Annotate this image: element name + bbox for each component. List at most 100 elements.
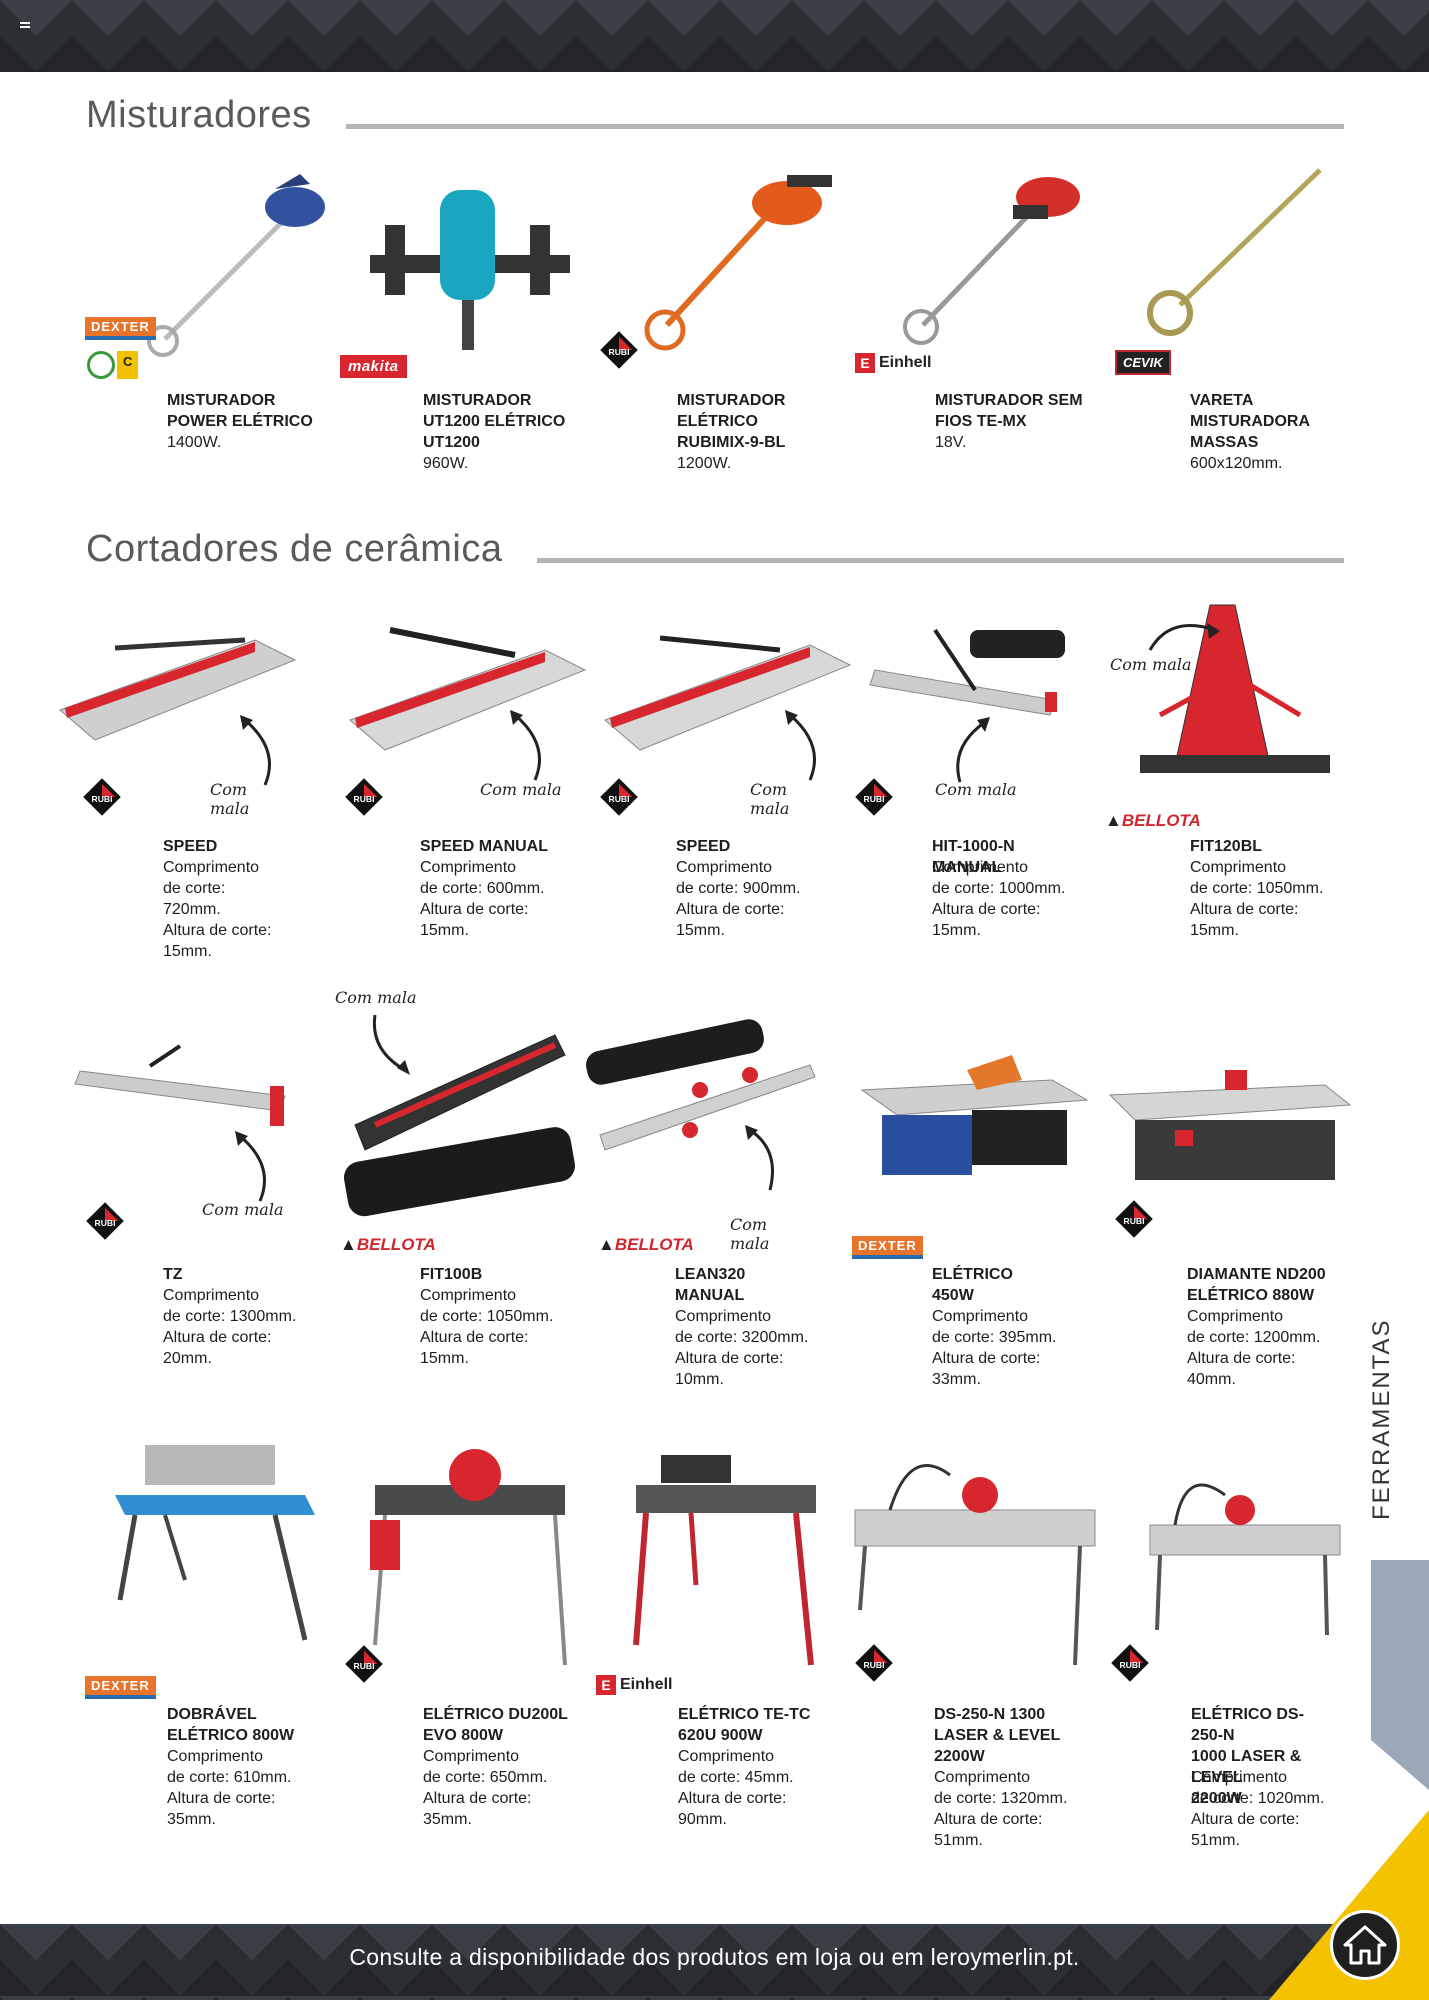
cutter-image bbox=[349, 627, 587, 751]
brand-rubi-logo: RUBI bbox=[345, 1645, 383, 1683]
with-case-note: Com mala bbox=[210, 780, 250, 818]
product-name: HIT-1000-N MANUAL bbox=[932, 838, 1015, 876]
brand-dexter-logo: DEXTER bbox=[852, 1236, 923, 1259]
product-name: ELÉTRICO 450W bbox=[932, 1266, 1013, 1304]
arrow-icon bbox=[510, 710, 541, 781]
arrow-icon bbox=[745, 1125, 774, 1191]
brand-rubi-logo: RUBI bbox=[1115, 1200, 1153, 1238]
with-case-note: Com mala bbox=[750, 780, 790, 818]
brand-rubi-logo: RUBI bbox=[86, 1202, 124, 1240]
mixer-image bbox=[903, 177, 1080, 345]
section-title-mixers: Misturadores bbox=[86, 94, 312, 136]
mixer-image bbox=[644, 175, 832, 351]
cutter-image bbox=[604, 635, 852, 751]
svg-text:RUBI: RUBI bbox=[864, 1660, 885, 1670]
product-spec: 1200W. bbox=[677, 455, 732, 472]
product-spec: Comprimento de corte: 720mm. Altura de c… bbox=[163, 859, 272, 960]
svg-text:RUBI: RUBI bbox=[92, 794, 113, 804]
product-spec: Comprimento de corte: 1000mm. Altura de … bbox=[932, 859, 1066, 939]
cutter-image bbox=[586, 1019, 816, 1151]
arrow-icon bbox=[1148, 623, 1220, 651]
product-spec: Comprimento de corte: 1050mm. Altura de … bbox=[1190, 859, 1324, 939]
with-case-note: Com mala bbox=[335, 988, 417, 1007]
brand-rubi-logo: RUBI bbox=[855, 778, 893, 816]
cutter-image bbox=[1108, 1070, 1352, 1180]
cutter-image bbox=[860, 1055, 1089, 1175]
brand-bellota-logo: ▲BELLOTA bbox=[598, 1235, 694, 1254]
cutter-image bbox=[115, 1445, 315, 1641]
svg-text:RUBI: RUBI bbox=[95, 1218, 116, 1228]
product-spec: Comprimento de corte: 45mm. Altura de co… bbox=[678, 1748, 794, 1828]
product-spec: Comprimento de corte: 1320mm. Altura de … bbox=[934, 1769, 1068, 1849]
brand-rubi-logo: RUBI bbox=[83, 778, 121, 816]
cutter-image bbox=[854, 1464, 1096, 1666]
section-divider bbox=[537, 558, 1344, 563]
product-spec: Comprimento de corte: 1050mm. Altura de … bbox=[420, 1287, 554, 1367]
product-name: FIT120BL bbox=[1190, 838, 1263, 855]
product-spec: 1400W. bbox=[167, 434, 222, 451]
brand-rubi-logo: RUBI bbox=[1111, 1644, 1149, 1682]
product-spec: 18V. bbox=[935, 434, 967, 451]
product-name: VARETA MISTURADORA MASSAS bbox=[1190, 392, 1310, 451]
brand-rubi-logo: RUBI bbox=[600, 778, 638, 816]
top-banner bbox=[0, 0, 1429, 72]
cutter-image bbox=[1149, 1483, 1341, 1636]
product-spec: Comprimento de corte: 1300mm. Altura de … bbox=[163, 1287, 297, 1367]
mixer-image bbox=[370, 190, 570, 350]
with-case-note: Com mala bbox=[480, 780, 562, 799]
product-name: MISTURADOR ELÉTRICO RUBIMIX-9-BL bbox=[677, 392, 786, 451]
brand-cevik-logo: CEVIK bbox=[1115, 350, 1171, 375]
mixer-image bbox=[1147, 168, 1322, 336]
mixer-image bbox=[147, 174, 325, 357]
brand-dexter-logo: DEXTER bbox=[85, 1676, 156, 1699]
with-case-note: Com mala bbox=[730, 1215, 770, 1253]
brand-bellota-logo: ▲BELLOTA bbox=[340, 1235, 436, 1254]
product-spec: 960W. bbox=[423, 455, 469, 472]
product-name: ELÉTRICO DS-250-N 1000 LASER & LEVEL 220… bbox=[1191, 1706, 1304, 1807]
brand-dexter-logo: DEXTER bbox=[85, 317, 156, 340]
product-name: SPEED bbox=[676, 838, 731, 855]
svg-text:RUBI: RUBI bbox=[1124, 1216, 1145, 1226]
cutter-image bbox=[633, 1455, 816, 1666]
side-decoration bbox=[1371, 1560, 1429, 1790]
svg-text:RUBI: RUBI bbox=[864, 794, 885, 804]
arrow-icon bbox=[235, 1131, 266, 1202]
brand-rubi-logo: RUBI bbox=[345, 778, 383, 816]
cutter-image bbox=[1140, 604, 1330, 773]
product-name: ELÉTRICO DU200L EVO 800W bbox=[423, 1706, 568, 1744]
product-spec: Comprimento de corte: 610mm. Altura de c… bbox=[167, 1748, 292, 1828]
cutter-image bbox=[370, 1449, 567, 1666]
section-title-ceramic: Cortadores de cerâmica bbox=[86, 528, 503, 570]
product-name: LEAN320 MANUAL bbox=[675, 1266, 746, 1304]
with-case-note: Com mala bbox=[935, 780, 1017, 799]
with-case-note: Com mala bbox=[1110, 655, 1192, 674]
svg-text:RUBI: RUBI bbox=[354, 1661, 375, 1671]
footer-banner bbox=[0, 1924, 1429, 2000]
product-spec: 600x120mm. bbox=[1190, 455, 1283, 472]
product-name: DIAMANTE ND200 ELÉTRICO 880W bbox=[1187, 1266, 1326, 1304]
with-case-note: Com mala bbox=[202, 1200, 284, 1219]
cutter-image bbox=[869, 628, 1065, 716]
arrow-icon bbox=[372, 1014, 410, 1075]
brand-rubi-logo: RUBI bbox=[600, 331, 638, 369]
brand-bellota-logo: ▲BELLOTA bbox=[1105, 811, 1201, 830]
home-icon bbox=[1343, 1925, 1387, 1965]
energy-badge: C bbox=[87, 351, 139, 379]
product-name: FIT100B bbox=[420, 1266, 483, 1283]
product-spec: Comprimento de corte: 600mm. Altura de c… bbox=[420, 859, 545, 939]
cutter-image bbox=[59, 637, 297, 741]
brand-makita-logo: makita bbox=[340, 355, 407, 378]
product-spec: Comprimento de corte: 650mm. Altura de c… bbox=[423, 1748, 548, 1828]
section-divider bbox=[346, 124, 1344, 129]
product-name: SPEED MANUAL bbox=[420, 838, 549, 855]
svg-text:RUBI: RUBI bbox=[354, 794, 375, 804]
cutter-image bbox=[343, 1034, 575, 1217]
product-spec: Comprimento de corte: 3200mm. Altura de … bbox=[675, 1308, 809, 1388]
menu-icon[interactable] bbox=[20, 22, 30, 32]
product-name: SPEED bbox=[163, 838, 218, 855]
home-button[interactable] bbox=[1330, 1910, 1400, 1980]
svg-text:RUBI: RUBI bbox=[609, 794, 630, 804]
side-label: FERRAMENTAS bbox=[1368, 1318, 1395, 1520]
